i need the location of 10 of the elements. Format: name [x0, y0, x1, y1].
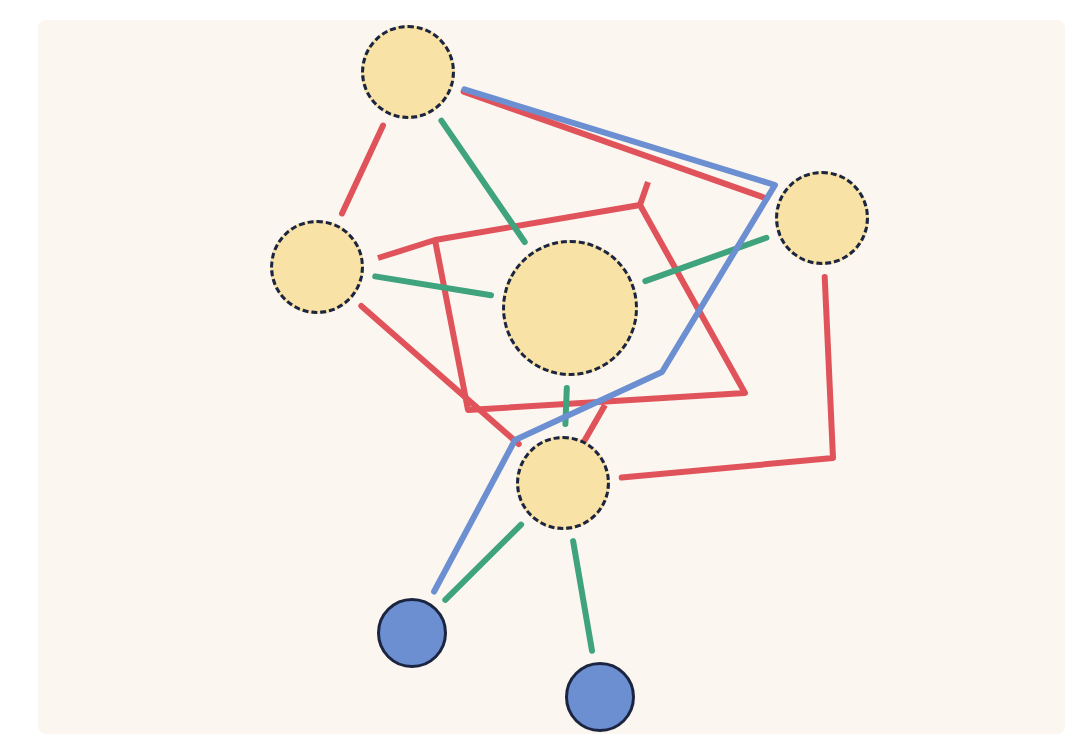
connector-line: [442, 521, 525, 603]
connector-line: [358, 302, 522, 448]
connector-line: [372, 273, 494, 299]
connector-line: [438, 117, 528, 245]
connector-line: [642, 234, 770, 285]
connector-line: [618, 273, 836, 481]
connector-line: [562, 384, 570, 427]
connector-line: [339, 122, 386, 217]
connector-line: [431, 86, 778, 595]
connector-line: [570, 538, 595, 654]
